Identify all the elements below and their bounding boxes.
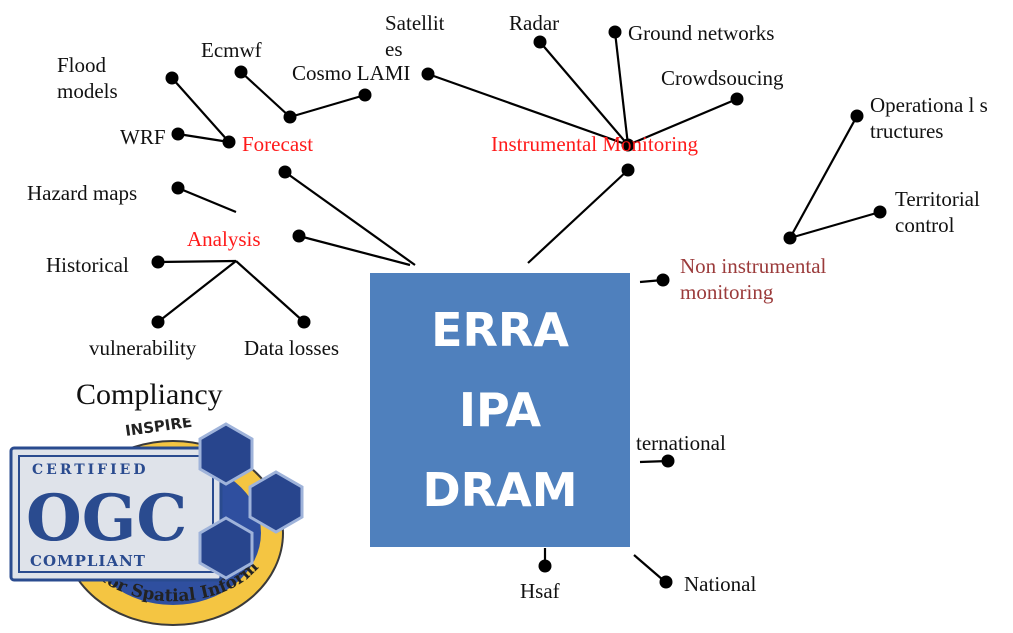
node-dot bbox=[656, 273, 670, 287]
node-dot bbox=[783, 231, 797, 245]
inspire-text: INSPIRE bbox=[124, 418, 193, 440]
node-dot bbox=[621, 138, 635, 152]
label-satellites: Satellit es bbox=[385, 11, 445, 62]
node-dot bbox=[297, 315, 311, 329]
label-international: ternational bbox=[636, 431, 726, 455]
central-line-3: DRAM bbox=[422, 463, 578, 517]
central-line-2: IPA bbox=[458, 383, 542, 437]
node-dot bbox=[292, 229, 306, 243]
node-dot bbox=[621, 163, 635, 177]
category-instrumental-monitoring: Instrumental Monitoring bbox=[491, 132, 699, 156]
ogc-compliant-badge: INSPIRE e for Spatial Informati CERTIFIE… bbox=[8, 418, 304, 626]
node-dot bbox=[850, 109, 864, 123]
node-dot bbox=[165, 71, 179, 85]
node-dot bbox=[171, 127, 185, 141]
label-territorial-control: Territorial control bbox=[895, 187, 980, 238]
node-dot bbox=[538, 559, 552, 573]
node-dot bbox=[873, 205, 887, 219]
label-ecmwf: Ecmwf bbox=[201, 38, 262, 62]
node-dot bbox=[222, 135, 236, 149]
node-dot bbox=[278, 165, 292, 179]
label-flood-models: Flood models bbox=[57, 53, 118, 104]
label-ground-networks: Ground networks bbox=[628, 21, 775, 45]
category-non-instrumental-monitoring: Non instrumental monitoring bbox=[680, 254, 827, 305]
label-historical: Historical bbox=[46, 253, 129, 277]
node-dot bbox=[533, 35, 547, 49]
label-wrf: WRF bbox=[120, 125, 166, 149]
label-national: National bbox=[684, 572, 757, 596]
node-dot bbox=[358, 88, 372, 102]
node-dot bbox=[421, 67, 435, 81]
node-dot bbox=[171, 181, 185, 195]
certified-plate bbox=[9, 446, 223, 582]
label-hsaf: Hsaf bbox=[520, 579, 560, 603]
node-dot bbox=[608, 25, 622, 39]
node-dot bbox=[730, 92, 744, 106]
node-dot bbox=[661, 454, 675, 468]
label-radar: Radar bbox=[509, 11, 560, 35]
label-vulnerability: vulnerability bbox=[89, 336, 197, 360]
node-dot bbox=[283, 110, 297, 124]
node-dot bbox=[234, 65, 248, 79]
hexagon-cluster bbox=[198, 422, 304, 580]
central-line-1: ERRA bbox=[431, 303, 569, 357]
node-dot bbox=[151, 255, 165, 269]
category-forecast: Forecast bbox=[242, 132, 314, 156]
label-cosmo: Cosmo LAMI bbox=[292, 61, 411, 85]
label-crowdsourcing: Crowdsoucing bbox=[661, 66, 784, 90]
compliancy-title: Compliancy bbox=[76, 378, 223, 411]
label-hazard-maps: Hazard maps bbox=[27, 181, 138, 205]
category-analysis: Analysis bbox=[187, 227, 261, 251]
node-dot bbox=[151, 315, 165, 329]
label-operational-structures: Operationa l structures bbox=[870, 93, 988, 144]
label-data-losses: Data losses bbox=[244, 336, 340, 360]
compliant-text: COMPLIANT bbox=[30, 552, 146, 570]
node-dot bbox=[659, 575, 673, 589]
ogc-text: OGC bbox=[26, 481, 187, 556]
certified-text: CERTIFIED bbox=[32, 462, 148, 478]
central-erra-ipa-dram-box: ERRA IPA DRAM bbox=[370, 273, 630, 547]
